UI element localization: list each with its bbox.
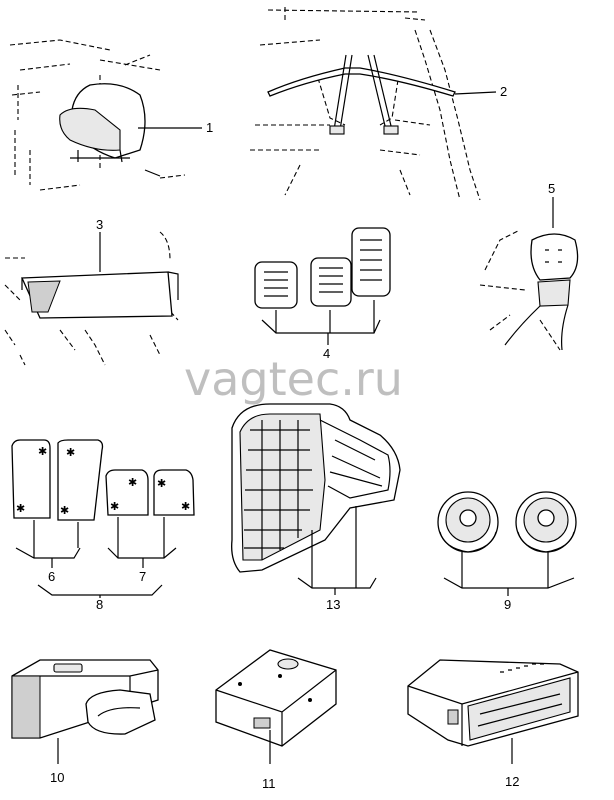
svg-text:✱: ✱ (66, 446, 75, 459)
callout-13: 13 (326, 597, 340, 612)
callout-5: 5 (548, 181, 555, 196)
callout-4: 4 (323, 346, 330, 361)
callout-11: 11 (262, 776, 276, 791)
svg-text:✱: ✱ (16, 502, 25, 515)
control-box-icon[interactable] (215, 649, 337, 764)
roof-rack-bars-icon[interactable] (250, 5, 497, 201)
svg-text:✱: ✱ (157, 477, 166, 490)
speakers-icon[interactable] (437, 491, 577, 596)
callout-3: 3 (96, 217, 103, 232)
svg-text:✱: ✱ (110, 500, 119, 513)
radio-unit-icon[interactable] (407, 659, 579, 764)
rubber-mat-icon[interactable] (231, 403, 401, 595)
callout-12: 12 (505, 774, 519, 789)
svg-text:✱: ✱ (38, 445, 47, 458)
front-floor-mats-icon[interactable]: ✱ ✱ ✱ ✱ (11, 439, 104, 521)
watermark: vagtec.ru (184, 352, 403, 406)
svg-text:✱: ✱ (181, 500, 190, 513)
trunk-cover-icon[interactable] (4, 231, 179, 366)
callout-2: 2 (500, 84, 507, 99)
callout-9: 9 (504, 597, 511, 612)
callout-10: 10 (50, 770, 64, 785)
rear-floor-mats-icon[interactable]: ✱ ✱ ✱ ✱ (105, 469, 195, 516)
callout-7: 7 (139, 569, 146, 584)
child-seat-icon[interactable] (9, 39, 202, 191)
cd-changer-icon[interactable] (11, 659, 159, 764)
floor-mat-set-icon (15, 517, 177, 598)
svg-text:✱: ✱ (128, 476, 137, 489)
pedal-pads-icon[interactable] (254, 227, 391, 345)
callout-6: 6 (48, 569, 55, 584)
callout-8: 8 (96, 597, 103, 612)
gear-knob-icon[interactable] (479, 197, 579, 351)
callout-1: 1 (206, 120, 213, 135)
svg-text:✱: ✱ (60, 504, 69, 517)
